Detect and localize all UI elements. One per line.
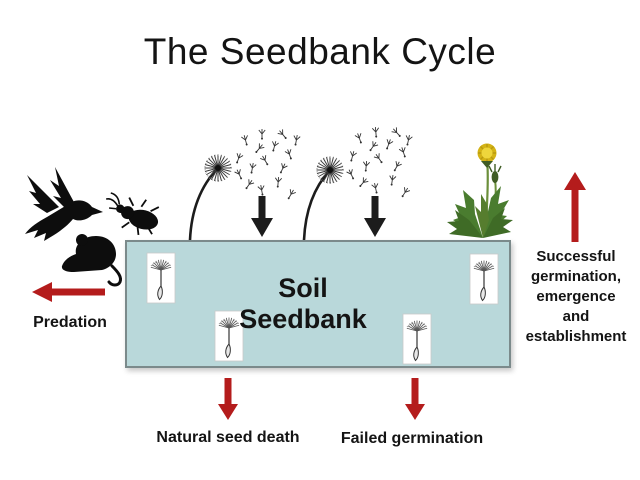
dandelion-seedhead-icon bbox=[302, 126, 414, 241]
seed-death-arrow-icon bbox=[218, 378, 238, 420]
dandelion-flower bbox=[477, 143, 497, 168]
black-arrow-icon bbox=[251, 196, 273, 237]
natural-seed-death-label: Natural seed death bbox=[156, 429, 300, 446]
predation-arrow-icon bbox=[32, 282, 105, 302]
black-arrow-icon bbox=[364, 196, 386, 237]
bird-icon bbox=[25, 167, 103, 241]
soil-label-line2: Seedbank bbox=[239, 304, 367, 334]
dandelion-seedhead-icon bbox=[188, 128, 301, 241]
dandelion-plant-icon bbox=[447, 143, 513, 238]
success-arrow-icon bbox=[564, 172, 586, 242]
soil-label-line1: Soil bbox=[278, 273, 328, 303]
predation-label: Predation bbox=[33, 314, 107, 331]
seed-card-icon bbox=[470, 254, 498, 304]
beetle-icon bbox=[106, 192, 160, 236]
failed-germination-arrow-icon bbox=[405, 378, 425, 420]
soil-seedbank-label: Soil Seedbank bbox=[158, 273, 448, 335]
failed-germination-label: Failed germination bbox=[340, 430, 484, 447]
soil-seedbank-box bbox=[125, 240, 511, 368]
successful-germination-label: Successful germination, emergence and es… bbox=[525, 248, 627, 345]
mouse-icon bbox=[61, 234, 122, 287]
page-title: The Seedbank Cycle bbox=[143, 31, 497, 72]
